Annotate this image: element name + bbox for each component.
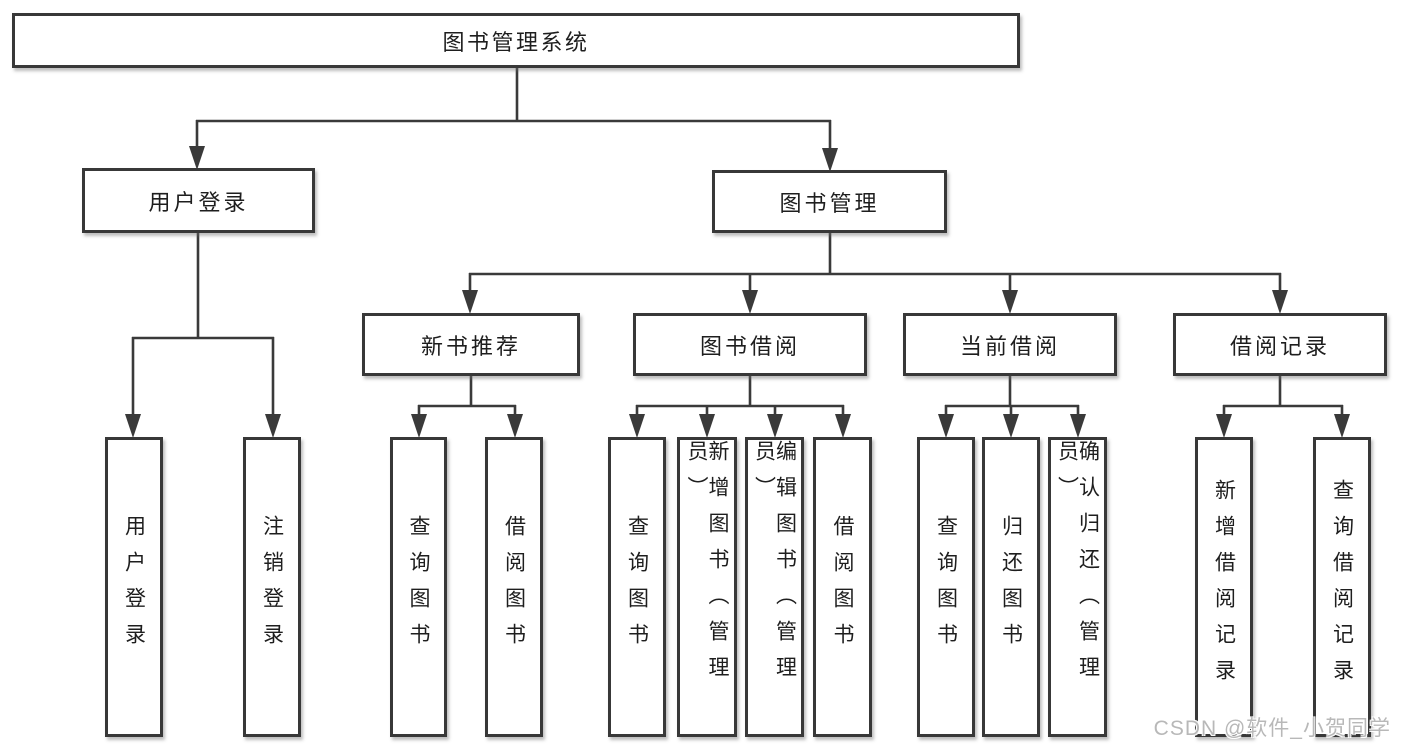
leaf-add-book-admin-label: 新增图书（管理员） — [685, 440, 729, 692]
leaf-return-book-label: 归还图书 — [999, 515, 1023, 659]
node-book-borrowing-label: 图书借阅 — [699, 333, 800, 359]
leaf-query-books-borrowing-label: 查询图书 — [625, 515, 649, 659]
leaf-confirm-return-admin-label: 确认归还（管理员） — [1055, 440, 1100, 692]
node-new-book-recommend: 新书推荐 — [362, 313, 580, 376]
leaf-query-books-current: 查询图书 — [917, 437, 975, 737]
leaf-add-borrow-record: 新增借阅记录 — [1195, 437, 1253, 737]
leaf-add-borrow-record-label: 新增借阅记录 — [1212, 479, 1236, 695]
leaf-borrow-books-recommend: 借阅图书 — [485, 437, 543, 737]
node-current-borrowing: 当前借阅 — [903, 313, 1117, 376]
leaf-query-borrow-record: 查询借阅记录 — [1313, 437, 1371, 737]
node-user-login: 用户登录 — [82, 168, 315, 233]
node-book-management: 图书管理 — [712, 170, 947, 233]
node-current-borrowing-label: 当前借阅 — [959, 333, 1060, 359]
node-root: 图书管理系统 — [12, 13, 1020, 68]
leaf-user-login: 用户登录 — [105, 437, 163, 737]
leaf-query-books-current-label: 查询图书 — [934, 515, 958, 659]
leaf-query-books-recommend-label: 查询图书 — [407, 515, 430, 659]
leaf-borrow-books-borrowing-label: 借阅图书 — [831, 515, 854, 659]
node-borrowing-records: 借阅记录 — [1173, 313, 1387, 376]
csdn-watermark: CSDN @软件_小贺同学 — [1153, 717, 1391, 740]
leaf-borrow-books-recommend-label: 借阅图书 — [502, 515, 526, 659]
leaf-edit-book-admin-label: 编辑图书（管理员） — [752, 440, 797, 692]
leaf-query-books-recommend: 查询图书 — [390, 437, 447, 737]
node-new-book-recommend-label: 新书推荐 — [420, 333, 521, 359]
leaf-add-book-admin: 新增图书（管理员） — [677, 437, 737, 737]
leaf-edit-book-admin: 编辑图书（管理员） — [745, 437, 804, 737]
leaf-user-login-label: 用户登录 — [122, 515, 146, 659]
node-book-management-label: 图书管理 — [779, 190, 880, 216]
leaf-query-books-borrowing: 查询图书 — [608, 437, 666, 737]
node-root-label: 图书管理系统 — [442, 29, 590, 55]
leaf-return-book: 归还图书 — [982, 437, 1040, 737]
leaf-query-borrow-record-label: 查询借阅记录 — [1330, 479, 1354, 695]
node-borrowing-records-label: 借阅记录 — [1229, 333, 1330, 359]
node-user-login-label: 用户登录 — [148, 189, 249, 215]
leaf-logout-login-label: 注销登录 — [260, 515, 284, 659]
leaf-confirm-return-admin: 确认归还（管理员） — [1048, 437, 1107, 737]
node-book-borrowing: 图书借阅 — [633, 313, 867, 376]
leaf-borrow-books-borrowing: 借阅图书 — [813, 437, 872, 737]
leaf-logout-login: 注销登录 — [243, 437, 301, 737]
